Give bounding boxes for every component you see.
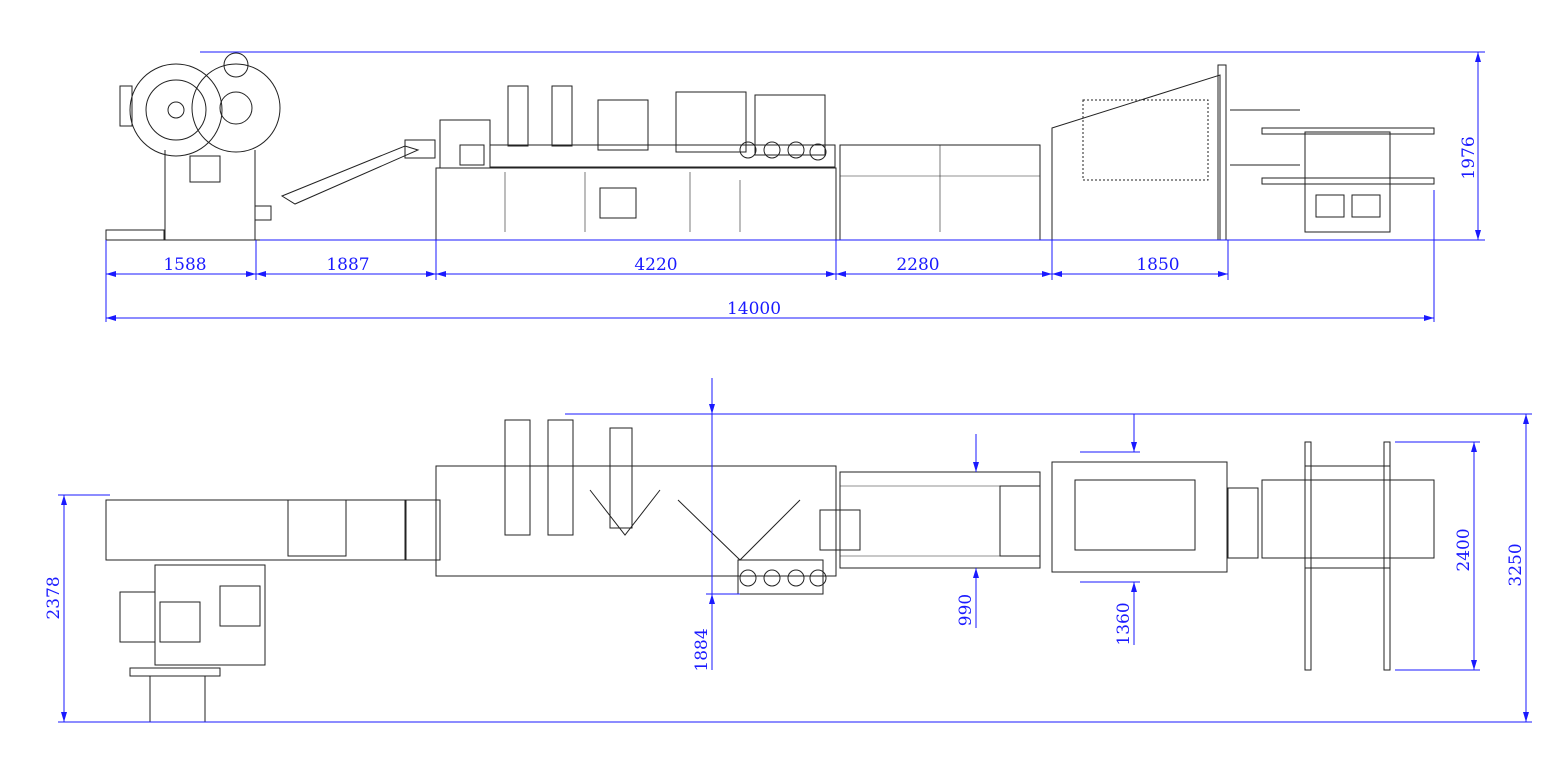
dim-overall-height: 1976 — [1459, 136, 1479, 179]
forming-section-side — [435, 85, 837, 241]
stacker-side — [1051, 64, 1227, 241]
dim-overall-length: 14000 — [727, 299, 781, 319]
dim-table-width: 2400 — [1454, 528, 1474, 571]
top-dimensions: 2378 1884 990 1360 2400 3250 — [44, 378, 1532, 723]
dim-stacker-width: 1360 — [1114, 602, 1134, 645]
dim-conveyor: 2280 — [896, 255, 939, 275]
side-dimensions: 1588 1887 4220 2280 1850 14000 1976 — [105, 51, 1485, 322]
dim-overall-width: 3250 — [1506, 543, 1526, 586]
decoiler-side — [105, 52, 281, 241]
dim-decoiler-width: 2378 — [44, 576, 64, 619]
feeder-side — [280, 119, 491, 205]
conveyor-top — [839, 471, 1041, 569]
table-side — [1230, 109, 1435, 233]
stacker-top — [1051, 461, 1259, 573]
dim-stacker: 1850 — [1136, 255, 1179, 275]
forming-section-top — [404, 419, 861, 595]
dim-decoiler: 1588 — [163, 255, 206, 275]
dim-offset-a: 1884 — [692, 628, 712, 671]
top-view — [105, 419, 1435, 723]
dim-conveyor-width: 990 — [956, 594, 976, 626]
dim-forming-section: 4220 — [634, 255, 677, 275]
dim-feeder: 1887 — [326, 255, 369, 275]
side-view — [105, 52, 1435, 241]
decoiler-top — [105, 499, 407, 723]
conveyor-side — [839, 144, 1041, 241]
table-top — [1261, 441, 1435, 671]
